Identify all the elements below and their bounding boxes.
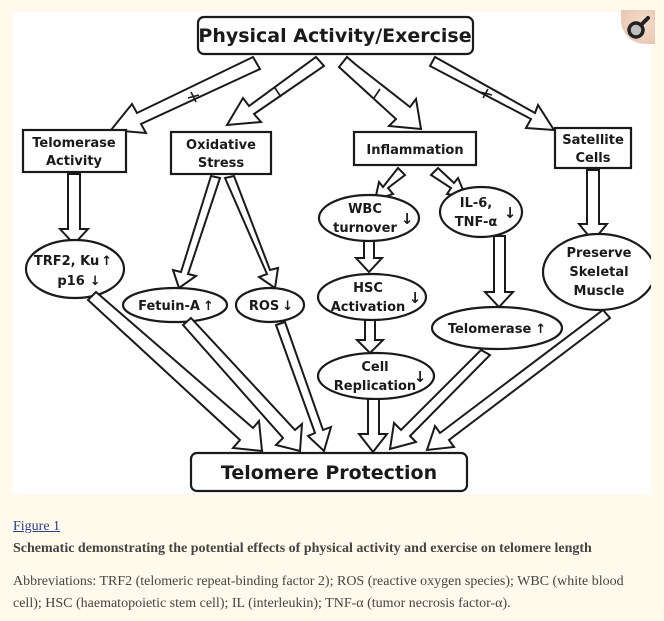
arrow-ros-to-protection: [274, 320, 333, 453]
il6-ellipse: IL-6, TNF-α ↓: [438, 185, 524, 239]
inflammation-label: Inflammation: [366, 143, 463, 158]
cell-replication-ellipse: Cell Replication ↓: [316, 351, 436, 401]
telomerase-activity-box: Telomerase Activity: [21, 128, 128, 174]
trf2-ellipse: TRF2, Ku↑ p16 ↓: [24, 238, 126, 300]
p16-label: p16: [57, 274, 84, 289]
svg-text:ROS↓: ROS↓: [249, 299, 293, 314]
svg-text:Telomerase↑: Telomerase↑: [448, 322, 546, 337]
oxidative-stress-line2: Stress: [198, 156, 245, 171]
down-arrow-icon: ↓: [504, 204, 517, 222]
figure-title: Schematic demonstrating the potential ef…: [13, 541, 592, 556]
arrow-to-satellite-cells: [428, 55, 556, 132]
magnifier-icon: [627, 16, 650, 39]
satellite-cells-box: Satellite Cells: [553, 126, 633, 170]
arrow-hsc-to-cellrep: [354, 318, 386, 355]
figure-link[interactable]: Figure 1: [13, 519, 61, 534]
arrow-telomerase-to-trf2: [57, 173, 91, 246]
down-arrow-icon: ↓: [90, 274, 101, 289]
hsc-ellipse: HSC Activation ↓: [316, 272, 428, 322]
skeletal-label: Skeletal: [569, 265, 628, 280]
arrow-satellite-to-skeletal: [576, 169, 610, 243]
fetuin-ellipse: Fetuin-A↑: [121, 286, 229, 324]
svg-text:Fetuin-A↑: Fetuin-A↑: [138, 299, 214, 314]
telomerase-activity-line2: Activity: [46, 154, 103, 169]
down-arrow-icon: ↓: [409, 289, 422, 307]
telomere-protection-label: Telomere Protection: [221, 462, 437, 484]
skeletal-muscle-ellipse: Preserve Skeletal Muscle: [541, 232, 651, 312]
telomerase-activity-line1: Telomerase: [32, 136, 116, 151]
arrow-cellrep-to-protection: [356, 398, 390, 454]
arrow-il6-to-telomerase: [482, 235, 516, 309]
cell-label: Cell: [361, 360, 388, 375]
arrow-to-telomerase-activity: [109, 55, 262, 135]
svg-text:p16↓: p16 ↓: [57, 274, 100, 289]
down-arrow-icon: ↓: [282, 299, 293, 314]
telomere-protection-box: Telomere Protection: [189, 451, 469, 493]
svg-text:TRF2, Ku↑: TRF2, Ku↑: [34, 254, 112, 269]
il6-label: IL-6,: [460, 196, 493, 211]
arrow-wbc-to-hsc: [353, 239, 385, 274]
up-arrow-icon: ↑: [101, 254, 112, 269]
activation-label: Activation: [331, 300, 406, 315]
oxidative-stress-line1: Oxidative: [186, 138, 256, 153]
satellite-cells-line2: Cells: [575, 151, 610, 166]
physical-activity-box: Physical Activity/Exercise: [196, 15, 475, 56]
oxidative-stress-box: Oxidative Stress: [169, 130, 273, 176]
physical-activity-label: Physical Activity/Exercise: [198, 25, 471, 47]
arrow-trf2-to-protection: [86, 290, 264, 453]
arrow-telomerase-to-protection: [388, 348, 492, 451]
satellite-cells-line1: Satellite: [562, 133, 624, 148]
arrow-inflammation-to-il6: [429, 166, 468, 199]
schematic-diagram: Physical Activity/Exercise Telomerase Ac…: [21, 15, 651, 493]
replication-label: Replication: [334, 379, 416, 394]
muscle-label: Muscle: [574, 284, 625, 299]
ros-label: ROS: [249, 299, 279, 314]
arrow-to-inflammation: [337, 55, 423, 131]
arrow-skeletal-to-protection: [425, 308, 612, 452]
arrow-to-oxidative-stress: [225, 55, 326, 127]
figure-abbreviations: Abbreviations: TRF2 (telomeric repeat-bi…: [13, 574, 624, 611]
arrow-oxidative-to-ros: [223, 174, 280, 290]
preserve-label: Preserve: [566, 246, 631, 261]
wbc-label: WBC: [348, 202, 382, 217]
down-arrow-icon: ↓: [401, 210, 414, 228]
wbc-ellipse: WBC turnover ↓: [317, 193, 421, 243]
tnf-alpha-label: TNF-α: [455, 215, 498, 230]
figure-image[interactable]: Physical Activity/Exercise Telomerase Ac…: [13, 12, 651, 494]
inflammation-box: Inflammation: [352, 130, 478, 167]
fetuin-label: Fetuin-A: [138, 299, 200, 314]
arrow-fetuin-to-protection: [181, 316, 304, 453]
telomerase-ellipse: Telomerase↑: [430, 305, 564, 351]
down-arrow-icon: ↓: [414, 368, 427, 386]
up-arrow-icon: ↑: [535, 322, 546, 337]
expand-figure-button[interactable]: [621, 10, 655, 44]
ros-ellipse: ROS↓: [234, 286, 306, 324]
trf2-label: TRF2, Ku: [34, 254, 99, 269]
turnover-label: turnover: [333, 221, 397, 236]
up-arrow-icon: ↑: [203, 299, 214, 314]
telomerase-label: Telomerase: [448, 322, 532, 337]
hsc-label: HSC: [353, 281, 383, 296]
arrow-oxidative-to-fetuin: [171, 174, 222, 290]
